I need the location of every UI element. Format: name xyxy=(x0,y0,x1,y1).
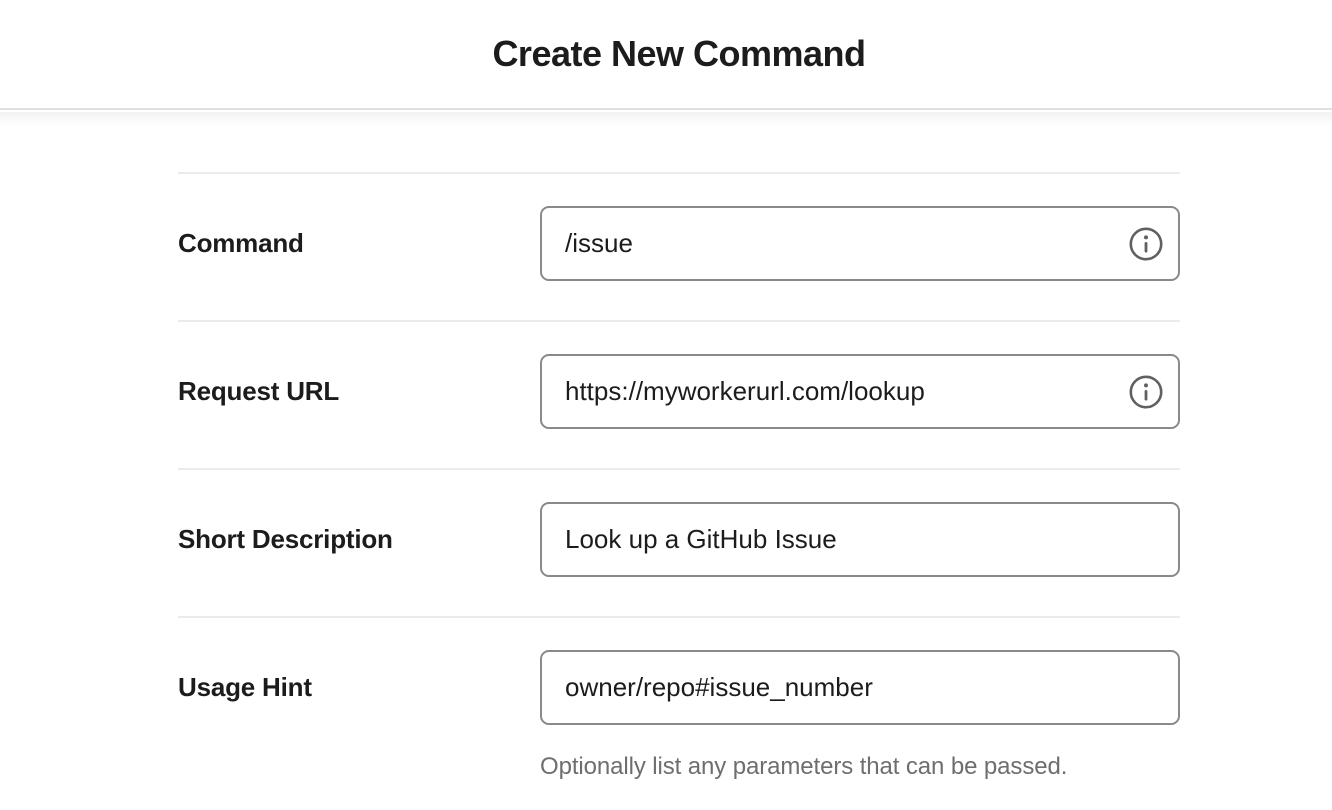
info-icon[interactable] xyxy=(1128,226,1164,262)
command-label: Command xyxy=(178,228,304,258)
usage-hint-label: Usage Hint xyxy=(178,672,312,702)
info-icon[interactable] xyxy=(1128,374,1164,410)
short-description-input[interactable] xyxy=(540,502,1180,577)
request-url-label: Request URL xyxy=(178,376,340,406)
create-command-form: Command Request URL xyxy=(178,110,1180,810)
page-title: Create New Command xyxy=(492,33,866,74)
short-description-label: Short Description xyxy=(178,524,393,554)
form-row-command: Command xyxy=(178,172,1180,320)
form-row-request-url: Request URL xyxy=(178,320,1180,468)
usage-hint-helper-text: Optionally list any parameters that can … xyxy=(540,753,1068,780)
form-row-short-description: Short Description xyxy=(178,468,1180,616)
command-input[interactable] xyxy=(540,206,1180,281)
request-url-input[interactable] xyxy=(540,354,1180,429)
usage-hint-input[interactable] xyxy=(540,650,1180,725)
page-header: Create New Command xyxy=(0,0,1332,110)
form-row-usage-hint: Usage Hint Optionally list any parameter… xyxy=(178,616,1180,810)
